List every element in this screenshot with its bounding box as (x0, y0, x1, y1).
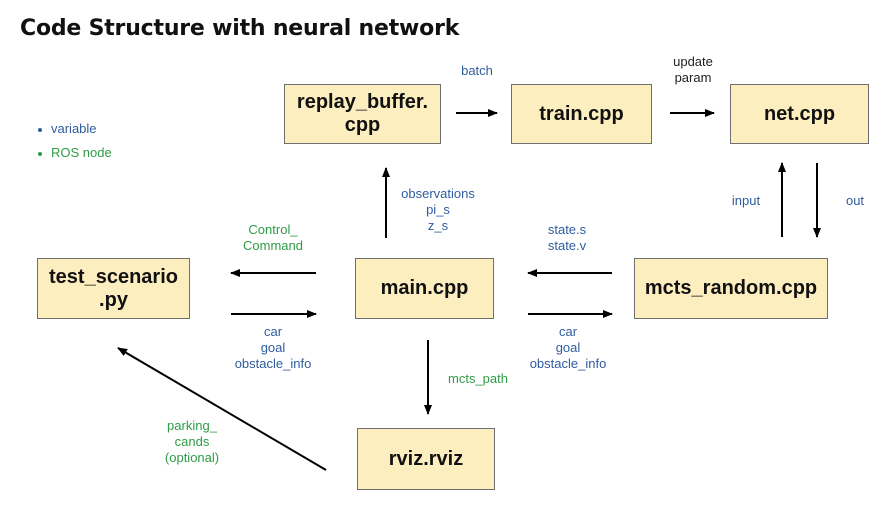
label-state: state.s state.v (547, 222, 587, 253)
label-observations: observations pi_s z_s (401, 186, 475, 233)
main-node: main.cpp (355, 258, 494, 319)
bullet-icon (38, 127, 42, 132)
replay-buffer-node: replay_buffer. cpp (284, 84, 441, 144)
legend-ros-node: ROS node (38, 145, 112, 160)
label-batch: batch (461, 63, 493, 78)
mcts-random-node: mcts_random.cpp (634, 258, 828, 319)
legend-ros-node-label: ROS node (51, 145, 112, 160)
label-parking-cands: parking_ cands (optional) (164, 418, 220, 465)
label-out: out (845, 193, 865, 208)
bullet-icon (38, 151, 42, 156)
label-car-goal-right: car goal obstacle_info (529, 324, 607, 371)
label-mcts-path: mcts_path (448, 371, 508, 386)
rviz-node: rviz.rviz (357, 428, 495, 490)
net-node: net.cpp (730, 84, 869, 144)
label-car-goal-left: car goal obstacle_info (234, 324, 312, 371)
legend-variable: variable (38, 121, 97, 136)
train-node: train.cpp (511, 84, 652, 144)
label-update-param: update param (673, 54, 713, 85)
legend-variable-label: variable (51, 121, 97, 136)
test-scenario-node: test_scenario .py (37, 258, 190, 319)
label-control-command: Control_ Command (243, 222, 303, 253)
label-input: input (731, 193, 761, 208)
arrow-rviz-to-test-parking (117, 347, 327, 471)
page-title: Code Structure with neural network (20, 16, 460, 41)
